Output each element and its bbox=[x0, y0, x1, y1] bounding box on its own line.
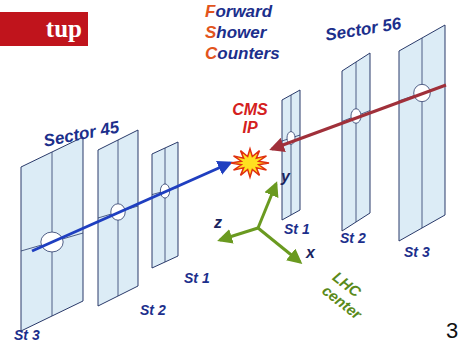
station-label: St 3 bbox=[14, 327, 40, 343]
slide-title: tup bbox=[0, 12, 88, 46]
station-plane bbox=[342, 53, 370, 231]
collision-burst bbox=[231, 149, 269, 178]
ip-label: CMS IP bbox=[230, 101, 270, 137]
direction-label: LHC center bbox=[319, 268, 387, 332]
station-label: St 2 bbox=[340, 230, 366, 246]
sector-label: Sector 56 bbox=[324, 14, 403, 46]
station-label: St 2 bbox=[140, 302, 166, 318]
axis-label: x bbox=[306, 244, 315, 262]
axis-label: z bbox=[214, 214, 222, 232]
station-plane bbox=[152, 142, 178, 268]
axis-label: y bbox=[281, 168, 290, 186]
station-plane bbox=[282, 90, 300, 220]
axis-arrow bbox=[220, 228, 258, 240]
beam-arrow bbox=[272, 85, 446, 149]
station-label: St 1 bbox=[184, 270, 210, 286]
axis-arrow bbox=[258, 184, 276, 228]
detector-name: Shower bbox=[205, 23, 266, 43]
detector-name: Counters bbox=[205, 44, 280, 64]
station-label: St 3 bbox=[404, 244, 430, 260]
detector-name: Forward bbox=[205, 2, 272, 22]
station-plane bbox=[399, 25, 445, 241]
beam-arrow bbox=[32, 163, 230, 251]
station-label: St 1 bbox=[284, 221, 310, 237]
page-number: 3 bbox=[446, 318, 458, 344]
